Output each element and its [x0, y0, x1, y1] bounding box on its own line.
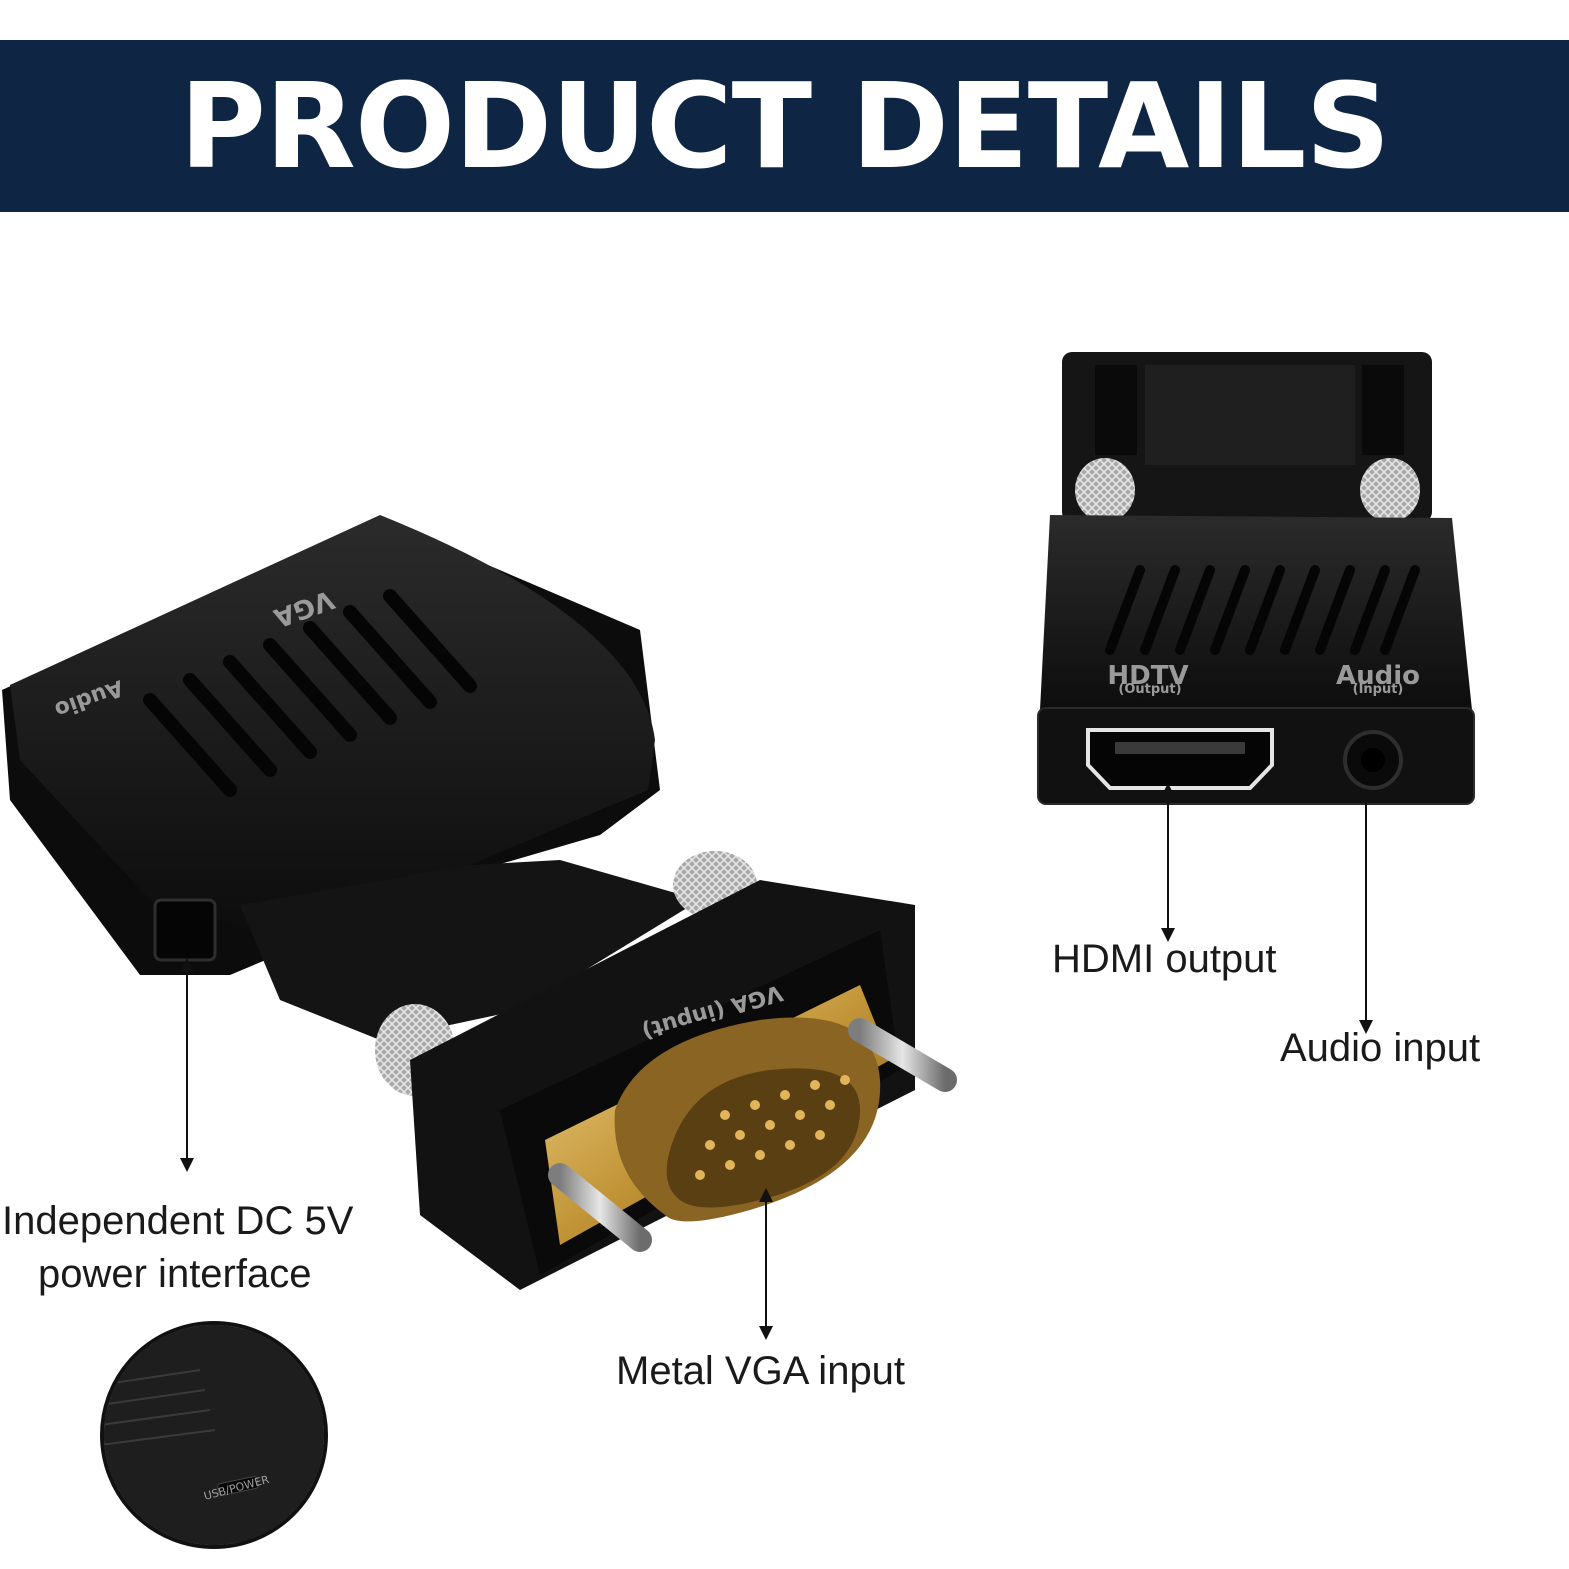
usb-power-inset: USB/POWER — [100, 1321, 328, 1549]
thumb-screw-right — [848, 1018, 957, 1092]
audio-input-label: Audio input — [1280, 1026, 1481, 1070]
hdtv-imprint: HDTV — [1107, 661, 1188, 691]
audio-input-imprint: (Input) — [1353, 682, 1404, 697]
hdmi-output-label: HDMI output — [1052, 937, 1277, 981]
screw-knob-top-left — [1075, 458, 1135, 522]
usb-power-port — [153, 898, 217, 962]
audio-imprint: Audio — [1336, 661, 1420, 691]
adapter-angled-view: VGA Audio VGA (input) — [2, 515, 957, 1290]
page-title: PRODUCT DETAILS — [179, 57, 1391, 195]
screw-knob-top-right — [1360, 458, 1420, 522]
vga-input-label: Metal VGA input — [616, 1349, 906, 1393]
title-banner: PRODUCT DETAILS — [0, 40, 1569, 212]
dc-power-label: Independent DC 5V power interface — [2, 1195, 353, 1301]
hdmi-port — [1086, 728, 1274, 790]
thumb-screw-left — [548, 1163, 652, 1252]
hdtv-output-imprint: (Output) — [1118, 682, 1181, 697]
dc-power-label-line1: Independent DC 5V — [2, 1199, 354, 1243]
dc-power-label-line2: power interface — [38, 1251, 312, 1296]
adapter-front-view: HDTV (Output) Audio (Input) — [1037, 352, 1475, 805]
